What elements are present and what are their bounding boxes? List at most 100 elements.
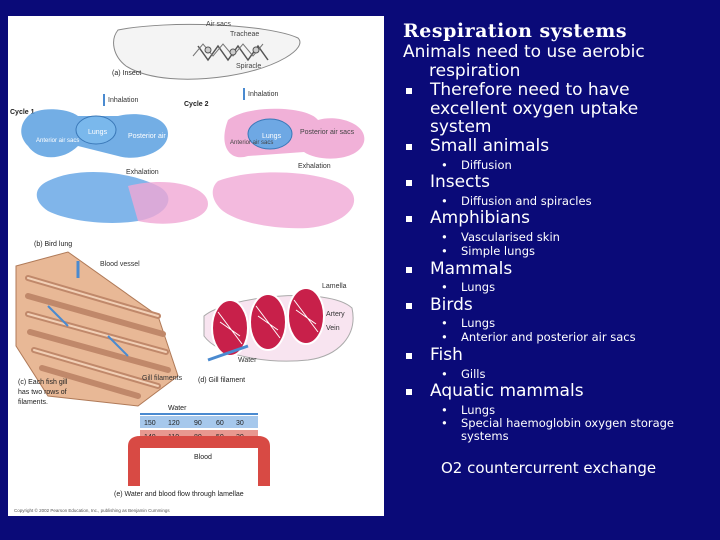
fish-caption-line1: (c) Each fish gill	[18, 379, 68, 386]
dot-bullet-icon: •	[441, 158, 448, 172]
blood-vessel-loop	[128, 436, 270, 486]
inhalation1-label: Inhalation	[108, 97, 138, 104]
gill-filament-caption: (d) Gill filament	[198, 377, 245, 384]
bullet-text: system	[430, 117, 492, 137]
tracheae-label: Tracheae	[230, 31, 259, 38]
water-flow-arrow	[207, 344, 249, 362]
bird-lung-diagram: Cycle 1 Cycle 2 Inhalation Inhalation An…	[10, 88, 365, 248]
square-bullet-icon	[406, 180, 412, 186]
bullet-text: Fish	[430, 345, 463, 365]
blood-label: Blood	[194, 454, 212, 461]
bullet-text: Aquatic mammals	[430, 381, 584, 401]
sub-text: Vascularised skin	[461, 230, 560, 244]
bullet-text: excellent oxygen uptake	[430, 98, 639, 119]
blood-vessel-label: Blood vessel	[100, 261, 140, 268]
bullet-text: Insects	[430, 172, 490, 192]
sub-text: Special haemoglobin oxygen storage	[461, 416, 675, 430]
lungs1-label: Lungs	[88, 129, 108, 136]
cycle1-label: Cycle 1	[10, 109, 35, 116]
posterior2-label: Posterior air sacs	[300, 129, 355, 136]
sub-text: Diffusion and spiracles	[461, 194, 592, 208]
air-sacs-label: Air sacs	[206, 21, 231, 28]
intro-line-1: Animals need to use aerobic	[403, 42, 645, 62]
gill-base	[15, 251, 179, 407]
water-value-3: 90	[194, 420, 202, 427]
fish-caption-line2: has two rows of	[18, 389, 67, 396]
dot-bullet-icon: •	[441, 244, 448, 258]
lamella-label: Lamella	[322, 283, 347, 290]
square-bullet-icon	[406, 144, 412, 150]
respiration-figure: Air sacs Tracheae Spiracle (a) Insect Cy…	[8, 16, 384, 516]
fish-caption-line3: filaments.	[18, 399, 48, 406]
sub-text: Lungs	[461, 403, 496, 417]
sub-text: systems	[461, 429, 509, 443]
insect-caption: (a) Insect	[112, 70, 141, 77]
lamellae-ridges	[217, 299, 319, 345]
water-arrow-a	[47, 305, 69, 327]
water-channel	[140, 416, 258, 428]
exhalation2-label: Exhalation	[298, 163, 331, 170]
gill-filaments-label: Gill filaments	[142, 375, 183, 382]
dot-bullet-icon: •	[441, 416, 448, 430]
intro-line-2: respiration	[429, 60, 521, 81]
square-bullet-icon	[406, 303, 412, 309]
bullet-text: Amphibians	[430, 208, 531, 228]
bullet-text: Mammals	[430, 259, 513, 279]
water-value-5: 30	[236, 420, 244, 427]
sub-text: Lungs	[461, 280, 496, 294]
anterior1-label: Anterior air sacs	[36, 138, 79, 144]
square-bullet-icon	[406, 216, 412, 222]
exhalation1-label: Exhalation	[126, 169, 159, 176]
bullet-text: Small animals	[430, 136, 550, 156]
slide-title: Respiration systems	[403, 20, 628, 42]
artery-label: Artery	[326, 311, 345, 318]
dot-bullet-icon: •	[441, 316, 448, 330]
square-bullet-icon	[406, 88, 412, 94]
gill-filament-diagram: Lamella Artery Vein Water (d) Gill filam…	[198, 283, 354, 384]
sub-text: Diffusion	[461, 158, 512, 172]
lungs2-label: Lungs	[262, 133, 282, 140]
cycle2-label: Cycle 2	[184, 101, 209, 108]
water-value-2: 120	[168, 420, 180, 427]
flow-caption: (e) Water and blood flow through lamella…	[114, 491, 244, 498]
water-value-1: 150	[144, 420, 156, 427]
dot-bullet-icon: •	[441, 230, 448, 244]
square-bullet-icon	[406, 267, 412, 273]
water-label-d: Water	[238, 357, 257, 364]
sub-text: Lungs	[461, 316, 496, 330]
bird-lung-lower-pink-b	[212, 172, 355, 229]
sub-text: Simple lungs	[461, 244, 535, 258]
dot-bullet-icon: •	[441, 280, 448, 294]
anterior2-label: Anterior air sacs	[230, 140, 273, 146]
countercurrent-diagram: Water 150 120 90 60 30 140 110 80 50 20 …	[114, 405, 270, 498]
lungs-1-shape	[75, 115, 117, 145]
fish-gill-diagram: Blood vessel (c) Each fish gill has two …	[15, 251, 183, 407]
countercurrent-note: O2 countercurrent exchange	[441, 459, 657, 477]
water-values: 150 120 90 60 30	[144, 420, 244, 427]
slide-intro: Animals need to use aerobic respiration	[403, 43, 703, 80]
bullet-text: Birds	[430, 295, 473, 315]
square-bullet-icon	[406, 353, 412, 359]
respiration-diagram: Air sacs Tracheae Spiracle (a) Insect Cy…	[10, 21, 365, 513]
sub-text: Gills	[461, 367, 486, 381]
bullet-text: Therefore need to have	[430, 80, 630, 100]
spiracle-label: Spiracle	[236, 63, 261, 70]
bird-caption: (b) Bird lung	[34, 241, 72, 248]
water-label-e: Water	[168, 405, 187, 412]
lungs-2-shape	[247, 118, 293, 150]
posterior1-label: Posterior air sacs	[128, 133, 183, 140]
square-bullet-icon	[406, 389, 412, 395]
dot-bullet-icon: •	[441, 330, 448, 344]
insect-diagram: Air sacs Tracheae Spiracle (a) Insect	[112, 21, 301, 80]
sub-text: Anterior and posterior air sacs	[461, 330, 636, 344]
gill-filament-highlights	[27, 277, 167, 387]
water-arrow-b	[107, 335, 129, 357]
bird-lung-lower-pink-a	[128, 182, 208, 224]
water-value-4: 60	[216, 420, 224, 427]
vein-label: Vein	[326, 325, 340, 332]
copyright-text: Copyright © 2002 Pearson Education, Inc.…	[14, 507, 170, 513]
dot-bullet-icon: •	[441, 367, 448, 381]
inhalation2-label: Inhalation	[248, 91, 278, 98]
dot-bullet-icon: •	[441, 194, 448, 208]
dot-bullet-icon: •	[441, 403, 448, 417]
